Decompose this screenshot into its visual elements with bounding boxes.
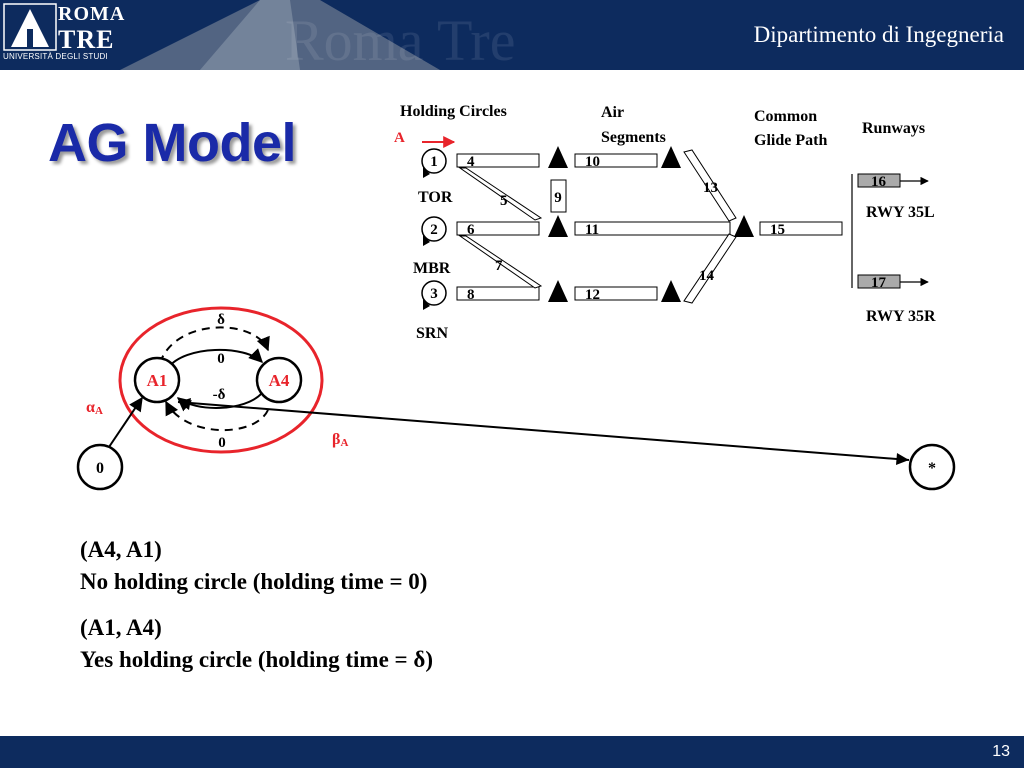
fix-mbr: MBR [413, 260, 451, 277]
holding-circle-2 [421, 216, 447, 242]
fix-srn: SRN [416, 325, 448, 342]
arc-zero-dashed [165, 400, 269, 431]
edge-end-arrowhead-icon [896, 453, 909, 465]
holding-circle-1-arrow-icon [423, 167, 430, 178]
edge-a1-to-end [177, 401, 910, 461]
air-segments-label-2: Segments [601, 129, 666, 146]
bullet-line-4: Yes holding circle (holding time = δ) [80, 647, 434, 672]
alpha-label: αA [86, 399, 103, 417]
department-name: Dipartimento di Ingegneria [753, 22, 1004, 47]
segment-8-label: 8 [467, 287, 475, 303]
fix-triangle-4-icon [661, 146, 681, 168]
air-segments-label-1: Air [601, 104, 624, 121]
node-end-label: * [928, 460, 936, 477]
runway-16-label: 16 [871, 174, 887, 190]
bullet-line-3: (A1, A4) [80, 615, 162, 640]
runways-label: Runways [862, 120, 925, 137]
pyramid-highlight [200, 0, 300, 70]
arc-lower-neg-delta: -δ [213, 387, 226, 403]
fix-tor: TOR [418, 189, 453, 206]
segment-9-label: 9 [554, 190, 562, 206]
holding-circle-1-label: 1 [430, 154, 438, 170]
node-start-label: 0 [96, 460, 104, 477]
segment-15-label: 15 [770, 222, 785, 238]
bullet-text: (A4, A1) No holding circle (holding time… [80, 534, 433, 676]
slide-title: AG Model [48, 113, 297, 173]
segment-7-label: 7 [495, 258, 503, 274]
fix-triangle-2-icon [548, 215, 568, 237]
segment-10 [574, 153, 658, 168]
university-logo: ROMA TRE UNIVERSITÀ DEGLI STUDI [0, 0, 124, 66]
segment-4 [456, 153, 540, 168]
segment-10-label: 10 [585, 154, 600, 170]
segment-9 [550, 179, 567, 213]
fix-triangle-5-icon [661, 280, 681, 302]
header-backdrop: Roma Tre [120, 0, 515, 70]
holding-group-ellipse [118, 306, 324, 454]
rwy-35l: RWY 35L [866, 204, 935, 221]
runway-17-label: 17 [871, 275, 887, 291]
arrival-marker: A [394, 130, 405, 146]
segment-13 [683, 149, 737, 222]
segment-11-label: 11 [585, 222, 599, 238]
arc-top-delta: δ [217, 312, 225, 328]
node-a4 [255, 356, 303, 404]
footer-bar: 13 [0, 736, 1024, 768]
beta-label: βA [332, 431, 348, 449]
arc-upper-zero: 0 [217, 351, 225, 367]
glide-path-label-1: Common [754, 108, 817, 125]
segment-6-label: 6 [467, 222, 475, 238]
segment-5 [458, 167, 543, 221]
glide-path-triangle-icon [734, 215, 754, 237]
arc-delta-dashed [159, 326, 270, 364]
node-a4-label: A4 [269, 371, 290, 390]
logo-roma: ROMA [58, 3, 126, 25]
segment-7 [458, 235, 543, 289]
holding-circle-3-arrow-icon [423, 299, 430, 310]
fix-triangle-1-icon [548, 146, 568, 168]
segment-4-label: 4 [467, 154, 475, 170]
logo-university: UNIVERSITÀ DEGLI STUDI [3, 52, 108, 61]
watermark-text: Roma Tre [285, 8, 515, 70]
bullet-line-2: No holding circle (holding time = 0) [80, 569, 428, 594]
holding-circle-3 [421, 280, 447, 306]
holding-circle-3-label: 3 [430, 286, 438, 302]
node-start [76, 443, 124, 491]
ag-model-diagram: Holding Circles Air Segments Common Glid… [76, 103, 956, 491]
segment-11 [574, 221, 731, 236]
fix-triangle-3-icon [548, 280, 568, 302]
segment-12-label: 12 [585, 287, 600, 303]
holding-circles-label: Holding Circles [400, 103, 507, 120]
holding-circle-2-label: 2 [430, 222, 438, 238]
segment-5-label: 5 [500, 193, 508, 209]
glide-path-label-2: Glide Path [754, 132, 827, 149]
airspace-schematic: Holding Circles Air Segments Common Glid… [394, 103, 936, 342]
edge-alpha [108, 396, 143, 448]
header-bar: Roma Tre ROMA TRE UNIVERSITÀ DEGLI STUDI… [0, 0, 1024, 70]
node-a1 [133, 356, 181, 404]
logo-emblem-icon [3, 3, 57, 51]
arc-zero-solid [167, 348, 263, 369]
holding-circle-1 [421, 148, 447, 174]
bullet-line-1: (A4, A1) [80, 537, 162, 562]
holding-circle-2-arrow-icon [423, 235, 430, 246]
node-end [908, 443, 956, 491]
node-a1-label: A1 [147, 371, 168, 390]
segment-15 [759, 221, 843, 236]
ag-graph: δ 0 -δ 0 A1 A4 0 αA * βA [76, 306, 956, 491]
arc-bottom-zero: 0 [218, 435, 226, 451]
segment-12 [574, 286, 658, 301]
logo-tre: TRE [58, 25, 115, 54]
segment-8 [456, 286, 540, 301]
rwy-35r: RWY 35R [866, 308, 936, 325]
edge-a1-arrowhead-icon [178, 398, 191, 410]
segment-6 [456, 221, 540, 236]
page-number: 13 [992, 743, 1010, 760]
segment-14-label: 14 [699, 268, 715, 284]
segment-13-label: 13 [703, 180, 718, 196]
